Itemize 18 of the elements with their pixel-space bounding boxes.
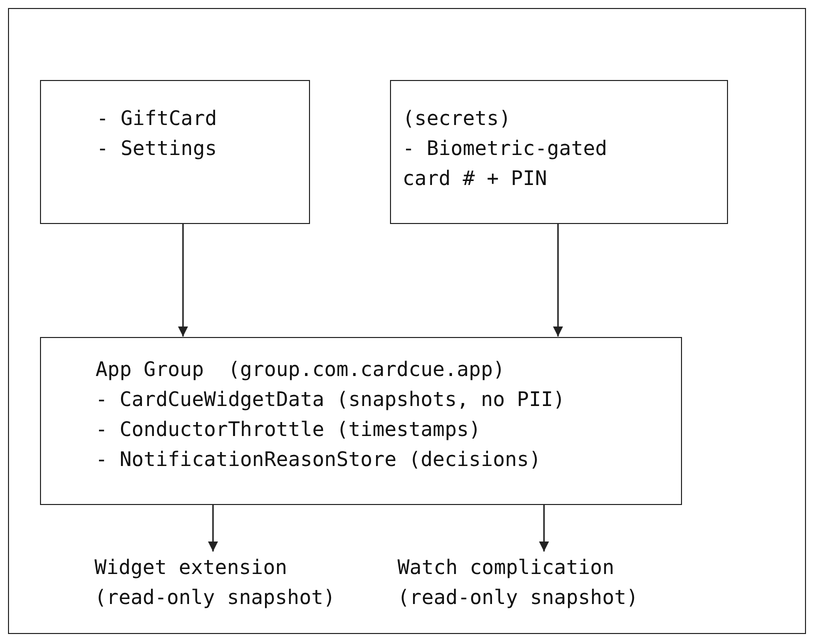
node-text: - CardCueWidgetData (snapshots, no PII) (96, 386, 566, 412)
store-box (390, 80, 728, 224)
node-text: (secrets) (402, 104, 512, 132)
arrow (208, 504, 218, 552)
node-text: Watch complication (read-only snapshot) (398, 554, 640, 610)
node-text: - NotificationReasonStore (decisions) (96, 446, 542, 472)
frame-box (8, 8, 806, 634)
node-text: Widget extension (read-only snapshot) (94, 554, 336, 610)
arrow (539, 504, 549, 552)
node-text: - ConductorThrottle (timestamps) (96, 416, 482, 442)
store-box (40, 80, 310, 224)
store-box (40, 336, 682, 504)
node-text: - Settings (96, 134, 218, 162)
arrow (553, 224, 563, 336)
node-text: - GiftCard (96, 104, 218, 132)
node-text: App Group (group.com.cardcue.app) (96, 356, 506, 382)
node-text: - Biometric-gated card # + PIN (402, 134, 608, 192)
arrow (178, 224, 188, 336)
